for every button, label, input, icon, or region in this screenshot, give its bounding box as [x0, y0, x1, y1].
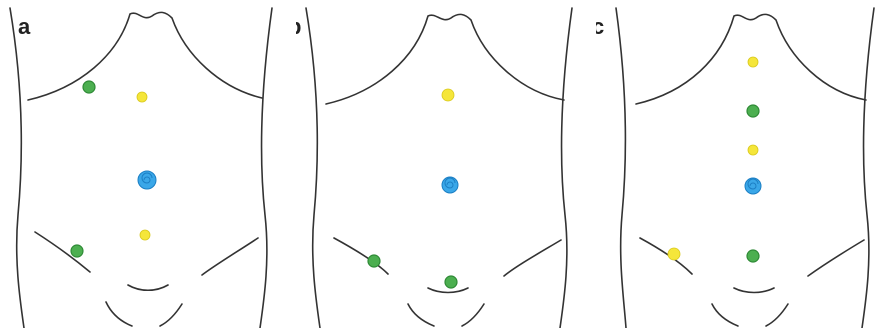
green-port-suprapubic [445, 276, 457, 288]
yellow-port-lower-midline [140, 230, 150, 240]
umbilicus-icon [442, 177, 458, 193]
umbilicus-icon [745, 178, 761, 194]
yellow-port-lower-left [668, 248, 680, 260]
panel-c: c [596, 0, 889, 328]
green-port-upper-midline [747, 105, 759, 117]
port-markers-c [596, 0, 889, 328]
yellow-port-upper-midline [137, 92, 147, 102]
green-port-lower-left [368, 255, 380, 267]
yellow-port-mid-midline [748, 145, 758, 155]
panel-b: b [296, 0, 596, 328]
port-markers-a [0, 0, 296, 328]
umbilicus-icon [138, 171, 156, 189]
panel-a: a [0, 0, 296, 328]
yellow-port-epigastric [748, 57, 758, 67]
port-markers-b [296, 0, 596, 328]
green-port-lower-midline [747, 250, 759, 262]
green-port-upper-left [83, 81, 95, 93]
green-port-lower-left [71, 245, 83, 257]
yellow-port-upper-midline [442, 89, 454, 101]
